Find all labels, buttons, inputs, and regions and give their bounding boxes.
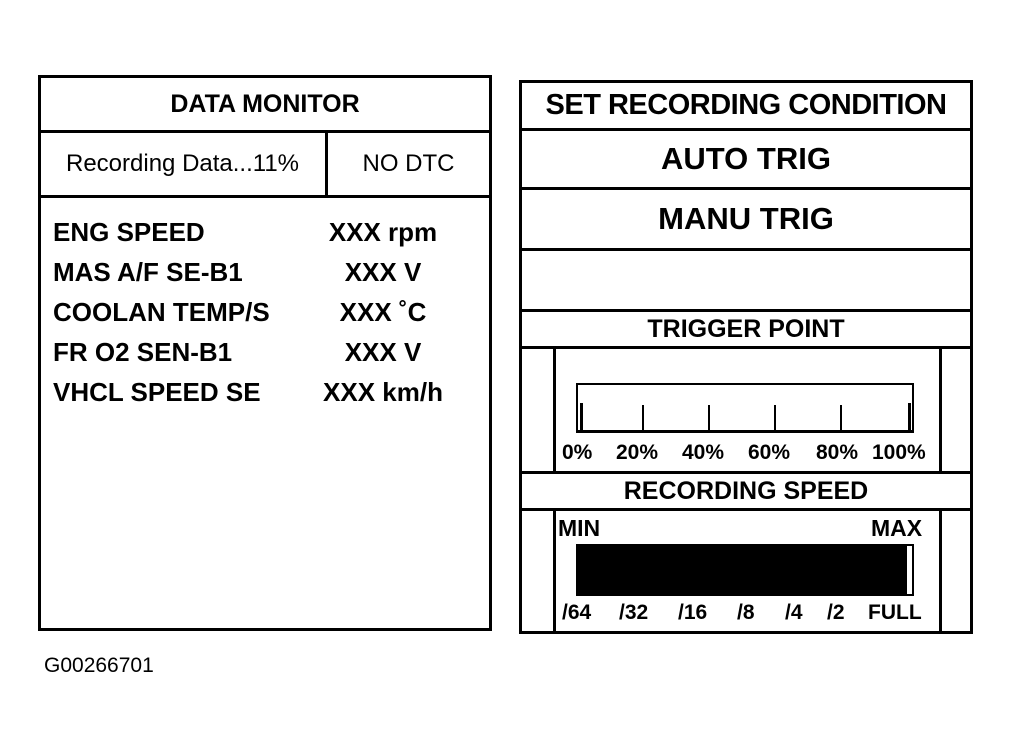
- recording-condition-title: SET RECORDING CONDITION: [545, 89, 947, 121]
- recording-status: Recording Data...11%: [41, 133, 328, 195]
- monitor-list: ENG SPEED XXX rpm MAS A/F SE-B1 XXX V CO…: [41, 198, 489, 412]
- monitor-item-mas-af[interactable]: MAS A/F SE-B1 XXX V: [53, 252, 489, 292]
- recording-speed-fill: [578, 546, 907, 594]
- item-value: XXX rpm: [328, 216, 438, 247]
- trigger-tick-label: 40%: [682, 441, 725, 464]
- speed-max-label: MAX: [871, 515, 923, 541]
- manu-trig-button[interactable]: MANU TRIG: [658, 201, 834, 236]
- trigger-tick-label: 100%: [872, 441, 926, 464]
- monitor-item-fr-o2[interactable]: FR O2 SEN-B1 XXX V: [53, 332, 489, 372]
- speed-tick-label: /16: [678, 601, 708, 624]
- trigger-tick-label: 20%: [616, 441, 659, 464]
- item-value: XXX ˚C: [339, 296, 427, 327]
- trigger-point-marker: [580, 403, 583, 433]
- trigger-tick-label: 80%: [816, 441, 859, 464]
- item-name: VHCL SPEED SE: [53, 376, 261, 407]
- item-name: FR O2 SEN-B1: [53, 336, 233, 367]
- recording-speed-label: RECORDING SPEED: [623, 476, 869, 505]
- item-name: MAS A/F SE-B1: [53, 256, 243, 287]
- dtc-status: NO DTC: [362, 150, 455, 177]
- speed-tick-label: /4: [785, 601, 803, 624]
- monitor-item-vhcl-speed[interactable]: VHCL SPEED SE XXX km/h: [53, 372, 489, 412]
- speed-tick-label: /64: [562, 601, 592, 624]
- trigger-point-label: TRIGGER POINT: [647, 314, 845, 343]
- item-name: ENG SPEED: [53, 216, 205, 247]
- recording-condition-panel: SET RECORDING CONDITION AUTO TRIG MANU T…: [519, 80, 973, 634]
- recording-speed-track[interactable]: [576, 544, 914, 596]
- data-monitor-title: DATA MONITOR: [41, 78, 489, 133]
- monitor-item-eng-speed[interactable]: ENG SPEED XXX rpm: [53, 212, 489, 252]
- speed-tick-label: /2: [827, 601, 845, 624]
- item-value: XXX km/h: [323, 376, 443, 407]
- item-value: XXX V: [344, 256, 422, 287]
- trigger-point-slider[interactable]: [576, 383, 914, 433]
- speed-tick-label: /32: [619, 601, 649, 624]
- figure-id: G00266701: [44, 654, 154, 677]
- status-bar: Recording Data...11% NO DTC: [41, 133, 489, 198]
- trigger-tick-label: 60%: [748, 441, 791, 464]
- trigger-tick-label: 0%: [562, 441, 593, 464]
- auto-trig-button[interactable]: AUTO TRIG: [661, 141, 831, 176]
- speed-tick-label: /8: [737, 601, 755, 624]
- item-value: XXX V: [344, 336, 422, 367]
- speed-min-label: MIN: [558, 515, 601, 541]
- item-name: COOLAN TEMP/S: [53, 296, 270, 327]
- empty-row: [522, 251, 970, 309]
- speed-tick-label: FULL: [868, 601, 922, 624]
- monitor-item-coolant-temp[interactable]: COOLAN TEMP/S XXX ˚C: [53, 292, 489, 332]
- data-monitor-panel: DATA MONITOR Recording Data...11% NO DTC…: [38, 75, 492, 631]
